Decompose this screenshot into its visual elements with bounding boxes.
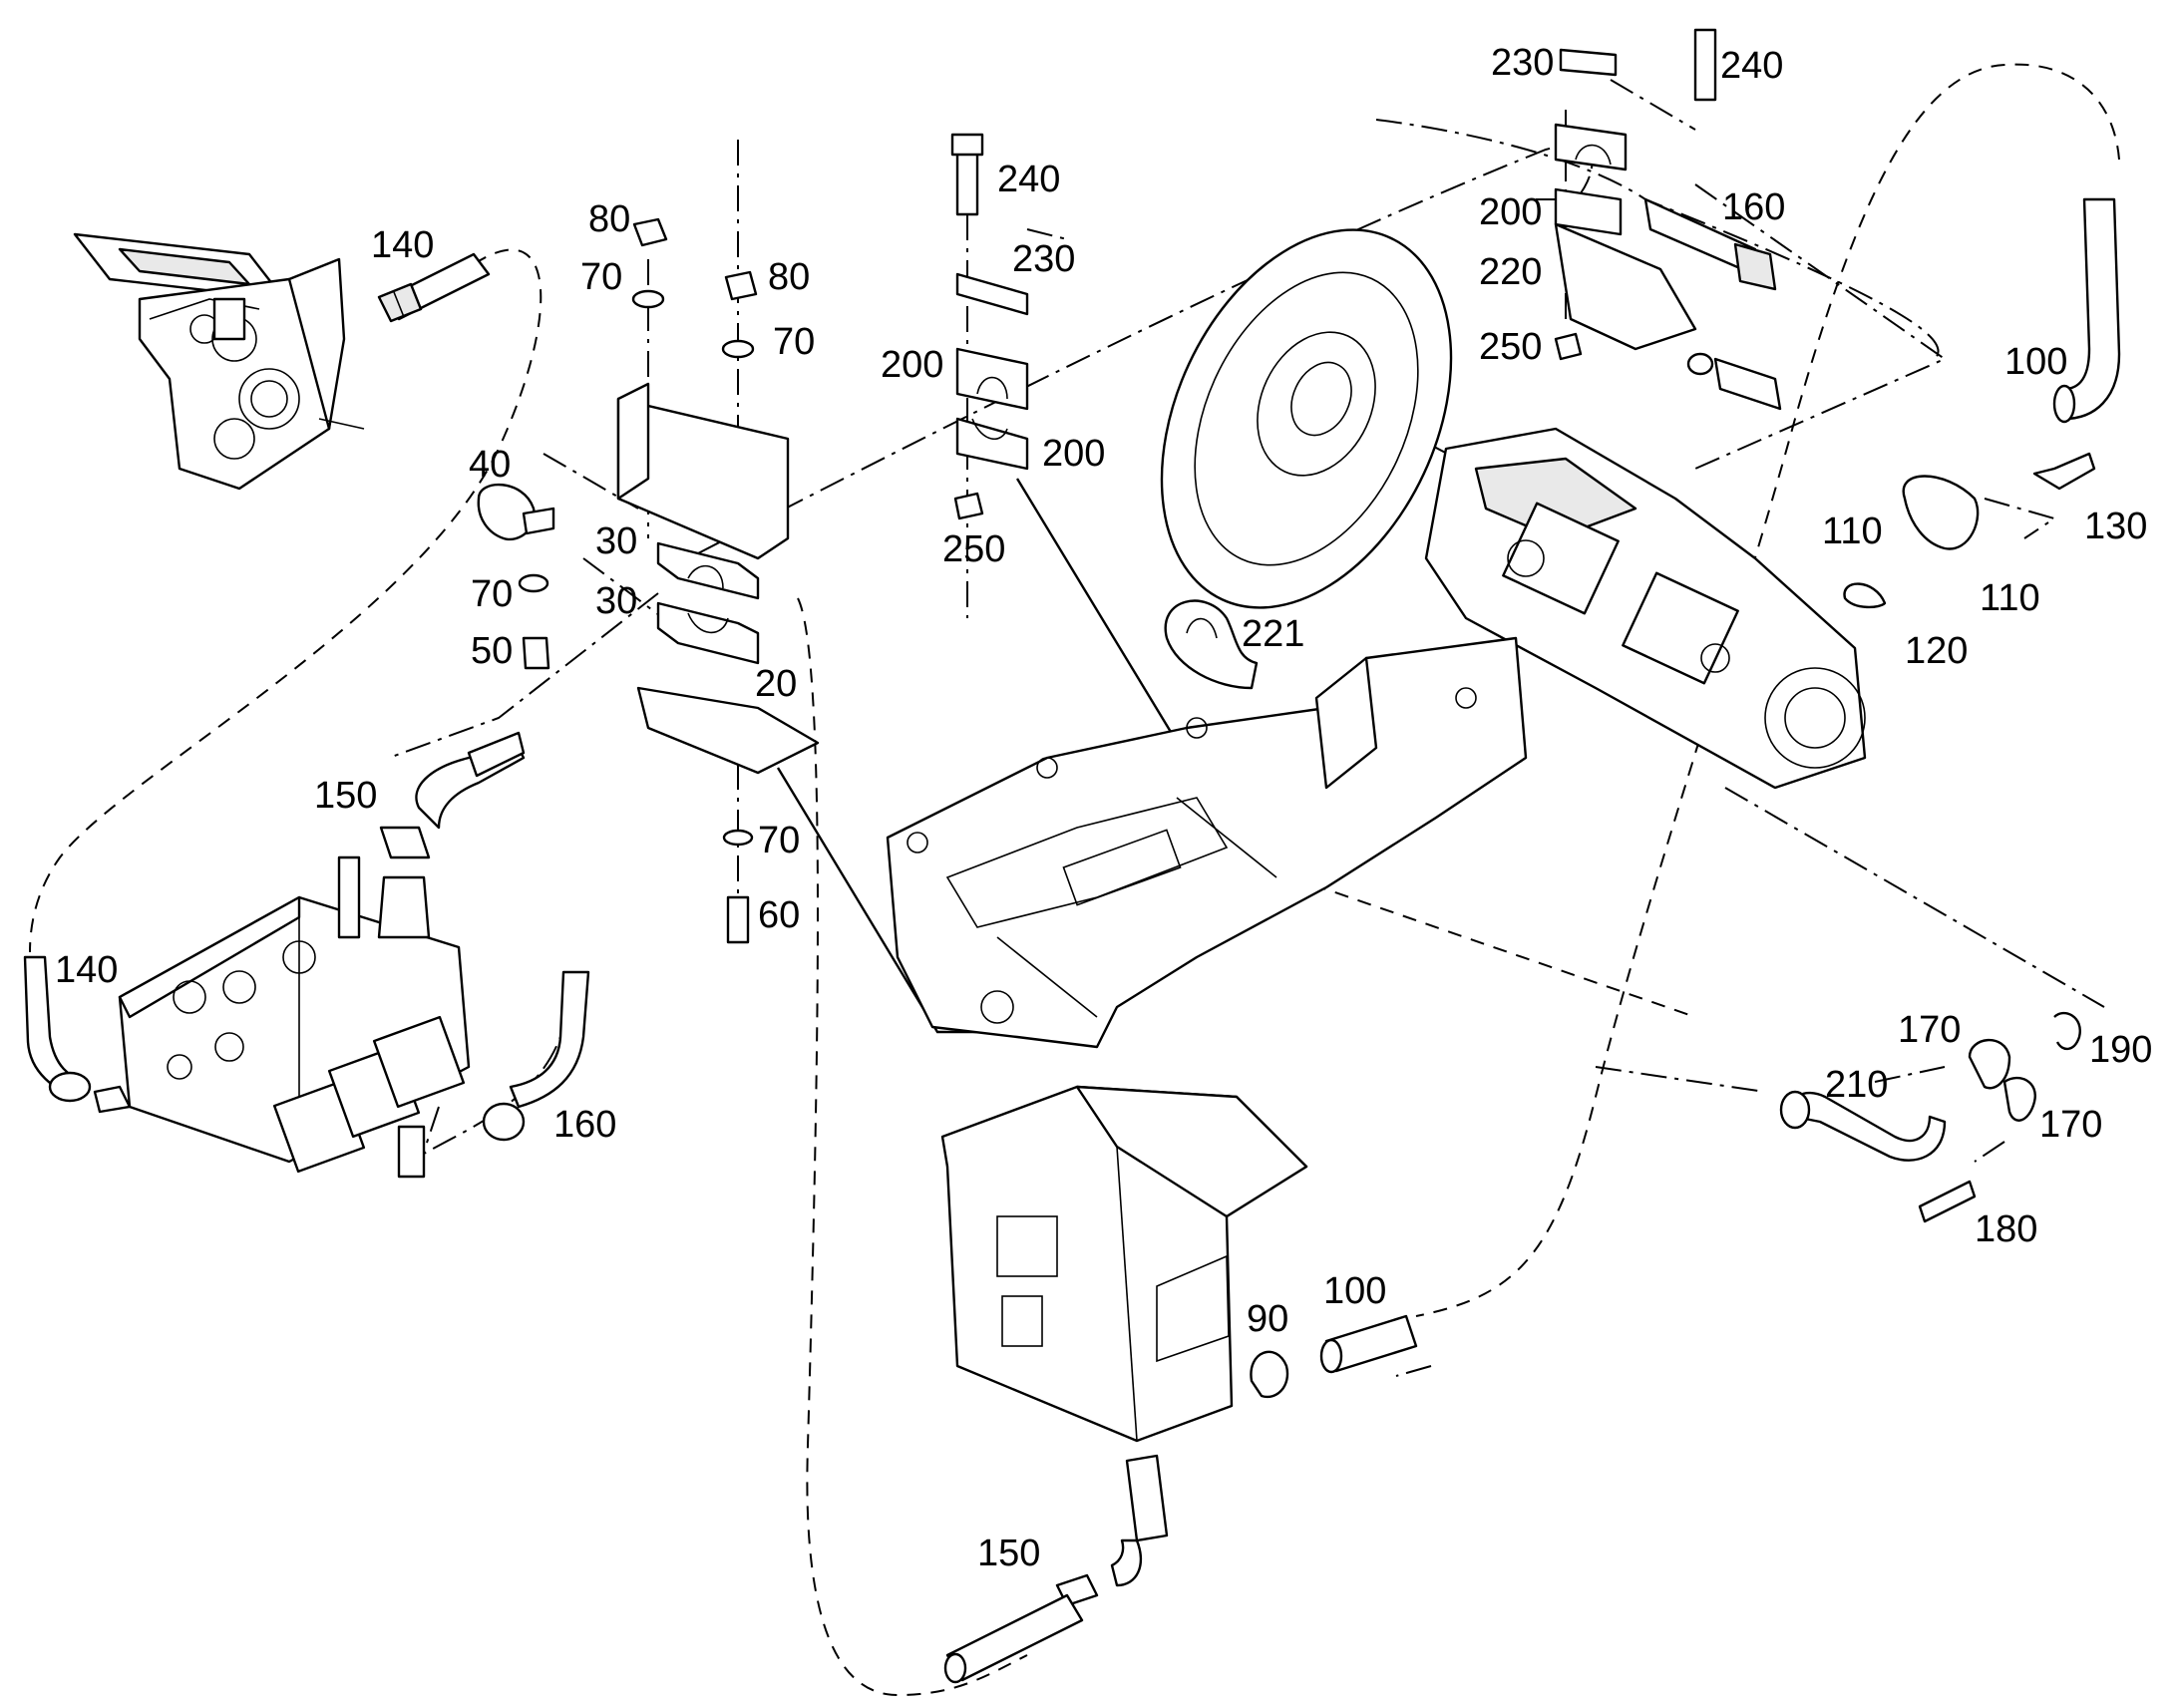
callout-170-upper: 170 — [1898, 1009, 1961, 1051]
callout-140-top: 140 — [371, 224, 434, 266]
hose-140-upper — [377, 252, 491, 323]
control-valve-block — [118, 855, 471, 1179]
callout-70-bottom: 70 — [758, 820, 800, 861]
callout-120: 120 — [1905, 630, 1968, 672]
callout-250-right: 250 — [1479, 326, 1542, 368]
callout-230-right: 230 — [1491, 42, 1554, 84]
right-hose-flanges — [1843, 197, 2121, 609]
hose-140-lower — [23, 955, 132, 1114]
callout-250-center: 250 — [942, 528, 1005, 570]
hose-150-lower — [943, 1454, 1169, 1684]
callout-60: 60 — [758, 894, 800, 936]
callout-50: 50 — [471, 630, 513, 672]
hydraulic-pump — [1424, 427, 1867, 790]
center-clamp-stack — [950, 133, 1029, 520]
callout-80-right: 80 — [768, 256, 810, 298]
callout-110-left: 110 — [1822, 511, 1883, 552]
callout-200-center-lower: 200 — [1042, 433, 1105, 475]
callout-110-right: 110 — [1980, 577, 2040, 619]
callout-210: 210 — [1825, 1064, 1888, 1106]
p-clamp-221 — [1164, 599, 1259, 690]
callout-130: 130 — [2084, 506, 2147, 547]
callout-labels: 140 80 70 80 70 40 30 30 70 50 20 150 14… — [55, 42, 2152, 1574]
callout-80-left: 80 — [588, 198, 630, 240]
hose-100-lower — [1250, 1314, 1418, 1399]
hose-150-upper — [379, 731, 526, 859]
hose-160-lower — [482, 970, 590, 1142]
callout-150-lower: 150 — [977, 1533, 1040, 1574]
callout-180: 180 — [1975, 1208, 2037, 1250]
callout-200-center-upper: 200 — [881, 344, 943, 386]
callout-100-upper: 100 — [2004, 341, 2067, 383]
callout-220: 220 — [1479, 251, 1542, 293]
callout-100-lower: 100 — [1323, 1270, 1386, 1312]
callout-140-lower: 140 — [55, 949, 118, 991]
callout-221: 221 — [1242, 613, 1304, 655]
callout-190: 190 — [2089, 1029, 2152, 1071]
callout-240-right: 240 — [1720, 45, 1783, 87]
flywheel-disc — [1160, 228, 1453, 609]
callout-70-right: 70 — [773, 321, 815, 363]
callout-20: 20 — [755, 663, 797, 705]
callout-170-lower: 170 — [2039, 1104, 2102, 1146]
callout-30-lower: 30 — [595, 580, 637, 622]
foot-pedal-valve — [73, 232, 365, 491]
callout-90: 90 — [1247, 1298, 1288, 1340]
callout-40: 40 — [469, 444, 511, 486]
callout-230-center: 230 — [1012, 238, 1075, 280]
lower-right-hose — [1779, 1011, 2081, 1223]
tank-housing — [940, 1085, 1308, 1443]
callout-160-upper: 160 — [1722, 186, 1785, 228]
callout-160-lower: 160 — [553, 1104, 616, 1146]
chassis-frame — [886, 636, 1528, 1049]
upper-right-clamp — [1554, 28, 1782, 411]
callout-70-mid: 70 — [471, 573, 513, 615]
callout-70-left: 70 — [580, 256, 622, 298]
bracket-assembly — [477, 217, 820, 944]
callout-200-right: 200 — [1479, 191, 1542, 233]
callout-150-upper: 150 — [314, 775, 377, 817]
callout-30-upper: 30 — [595, 520, 637, 562]
callout-240-center: 240 — [997, 159, 1060, 200]
